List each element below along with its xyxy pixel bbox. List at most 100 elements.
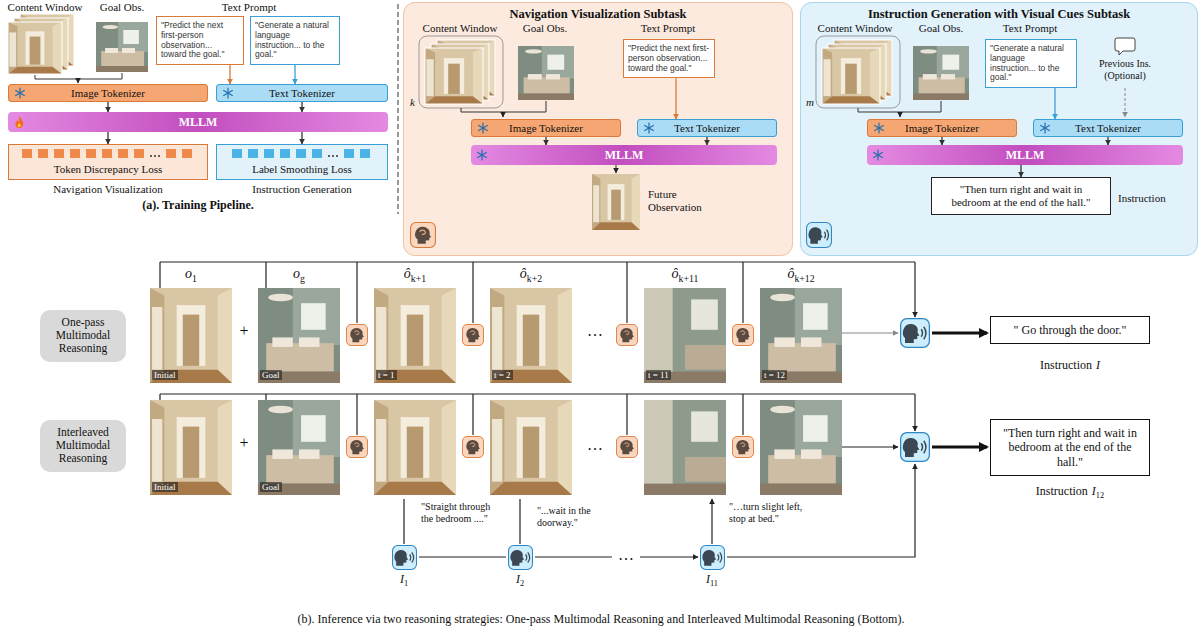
label-text: o: [293, 266, 300, 281]
frozen-icon: [643, 122, 655, 134]
illustration-part: [490, 400, 572, 495]
icon-part: [478, 153, 487, 158]
label-text: Initial: [154, 482, 176, 492]
illustration-part: [732, 324, 753, 345]
illustration-part: [901, 319, 930, 348]
icon-part: [16, 91, 25, 96]
label-text: Text Prompt: [222, 1, 277, 13]
illustration-part: [807, 223, 832, 248]
illustration-part: [150, 400, 232, 495]
icon-part: [312, 149, 322, 158]
connector: [294, 65, 295, 84]
label: Navigation Visualization: [53, 183, 162, 196]
node-text: "Generate a natural language instruction…: [990, 44, 1072, 83]
label-text: t = 12: [764, 370, 785, 380]
label-text: …: [618, 546, 634, 563]
icon-part: [232, 149, 242, 158]
label-text: Previous Ins. (Optional): [1099, 58, 1151, 81]
label-text: ô: [520, 266, 527, 281]
label: "Straight through the bedroom ....": [421, 501, 491, 524]
icon-part: [645, 123, 654, 133]
illustration-part: [616, 324, 637, 345]
illustration-part: [419, 36, 503, 108]
label: InstructionI12: [1036, 484, 1104, 500]
illustration-part: [96, 22, 148, 72]
label-text: Content Window: [818, 22, 893, 34]
label-text: Instruction: [1118, 192, 1166, 204]
label: InstructionI: [1040, 358, 1100, 373]
illustration-part: [842, 446, 898, 447]
icon-part: [54, 149, 64, 158]
icon-part: [230, 148, 374, 159]
icon-part: [150, 155, 152, 157]
label: Initial: [152, 482, 178, 492]
illustration-part: [822, 48, 880, 104]
tokenizer-box: Image Tokenizer: [867, 119, 1017, 137]
label: Text Prompt: [1003, 22, 1058, 35]
illustration-part: [258, 288, 340, 383]
node-text: Text Tokenizer: [269, 87, 335, 99]
prompt-box: "Predict the next first-person observati…: [623, 39, 715, 78]
prompt-box: "Predict the next first-person observati…: [156, 16, 244, 65]
frozen-icon: [14, 87, 26, 99]
illustration-part: [800, 2, 1198, 256]
tokenizer-box: Image Tokenizer: [471, 119, 621, 137]
illustration-part: [78, 79, 79, 83]
label-text: I: [516, 572, 520, 586]
label: Goal Obs.: [523, 22, 568, 35]
icon-part: [16, 91, 25, 96]
label-text: ô: [787, 266, 794, 281]
illustration-part: [461, 101, 546, 112]
label-text: Goal: [262, 370, 280, 380]
icon-part: [158, 155, 160, 157]
illustration-part: [592, 174, 640, 230]
label: Goal Obs.: [100, 1, 145, 14]
icon-part: [645, 126, 654, 131]
illustration-part: [509, 546, 533, 570]
figure-caption: (b). Inference via two reasoning strateg…: [298, 612, 905, 627]
node-text: One-pass Multimodal Reasoning: [44, 316, 122, 356]
connector: [706, 137, 707, 145]
token-squares: [230, 148, 374, 159]
illustration-part: [357, 262, 915, 323]
tokenizer-box: Text Tokenizer: [216, 84, 388, 102]
illustration-part: [932, 332, 987, 335]
icon-part: [1041, 123, 1050, 133]
icon-part: [479, 126, 488, 131]
illustration-part: [732, 436, 753, 457]
icon-part: [476, 149, 488, 161]
connector: [941, 137, 942, 145]
illustration-part: [425, 48, 483, 104]
icon-part: [280, 149, 290, 158]
label-text: I: [400, 572, 404, 586]
panel-heading: Navigation Visualization Subtask: [404, 7, 792, 22]
subtask-panel: Instruction Generation with Visual Cues …: [800, 2, 1198, 256]
label: Future Observation: [648, 188, 718, 213]
icon-part: [16, 88, 25, 98]
panel-heading: Instruction Generation with Visual Cues …: [801, 7, 1197, 22]
icon-part: [479, 123, 488, 133]
icon-part: [643, 122, 655, 134]
illustration-part: [346, 436, 367, 457]
frozen-icon: [476, 149, 488, 161]
subscript: 1: [404, 579, 408, 588]
illustration-part: [701, 546, 725, 570]
label-text: I: [1092, 484, 1096, 498]
label-text: t = 1: [378, 370, 395, 380]
node-text: "Predict the next first-person observati…: [161, 21, 239, 60]
label: …: [587, 436, 603, 454]
node-text: Text Tokenizer: [674, 122, 740, 134]
frozen-icon: [222, 87, 234, 99]
illustration-part: [518, 46, 574, 100]
label: "...wait in the doorway.": [537, 505, 609, 528]
subtask-panel: Navigation Visualization Subtask "Predict…: [403, 2, 793, 256]
illustration-part: [374, 400, 456, 495]
subscript: k+2: [527, 273, 542, 284]
subscript: k+1: [411, 273, 426, 284]
connector: [1107, 137, 1108, 145]
label-text: Content Window: [8, 1, 83, 13]
icon-part: [874, 153, 883, 158]
illustration-part: [150, 288, 232, 383]
node-text: "Predict the next first-person observati…: [628, 44, 710, 73]
icon-part: [479, 126, 488, 131]
